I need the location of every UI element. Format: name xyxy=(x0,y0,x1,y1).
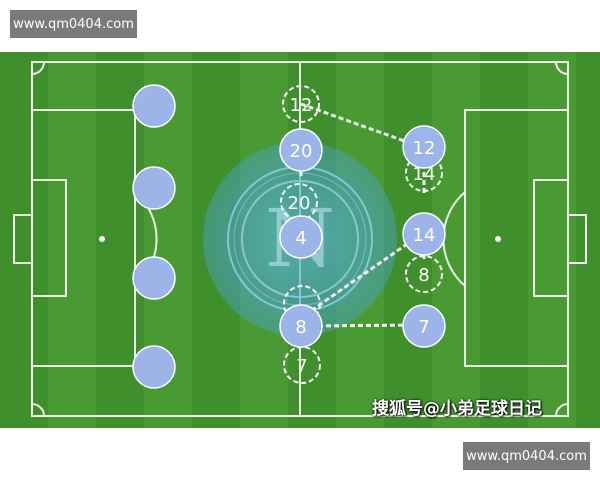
label-14: 14 xyxy=(413,225,436,246)
label-7: 7 xyxy=(418,317,429,338)
player-forward-14 xyxy=(402,212,446,256)
source-caption: 搜狐号@小弟足球日记 xyxy=(372,399,542,419)
label-12: 12 xyxy=(413,138,436,159)
left-penalty-spot xyxy=(99,236,105,242)
player-defender-3 xyxy=(132,256,176,300)
player-defender-1 xyxy=(132,84,176,128)
label-20: 20 xyxy=(290,141,313,162)
player-defender-4 xyxy=(132,345,176,389)
label-4: 4 xyxy=(295,228,306,249)
player-midfield-20 xyxy=(279,128,323,172)
label-dashed-8: 8 xyxy=(418,265,429,286)
label-dashed-7: 7 xyxy=(296,356,307,377)
football-pitch: N 12 20 20 4 8 7 12 xyxy=(0,52,600,428)
label-dashed-14: 14 xyxy=(413,164,436,185)
player-defender-2 xyxy=(132,166,176,210)
label-dashed-20: 20 xyxy=(288,193,311,214)
player-forward-12 xyxy=(402,125,446,169)
watermark-bottom: www.qm0404.com xyxy=(463,442,590,470)
right-penalty-spot xyxy=(495,236,501,242)
marker-dashed-8 xyxy=(405,255,443,293)
watermark-top: www.qm0404.com xyxy=(10,10,137,38)
pitch-lines xyxy=(13,61,587,417)
label-dashed-12: 12 xyxy=(290,95,313,116)
player-markers xyxy=(132,84,446,389)
marker-dashed-12-left xyxy=(282,85,320,123)
player-midfield-4 xyxy=(279,215,323,259)
player-midfield-8 xyxy=(279,304,323,348)
player-forward-7 xyxy=(402,304,446,348)
label-8: 8 xyxy=(295,317,306,338)
